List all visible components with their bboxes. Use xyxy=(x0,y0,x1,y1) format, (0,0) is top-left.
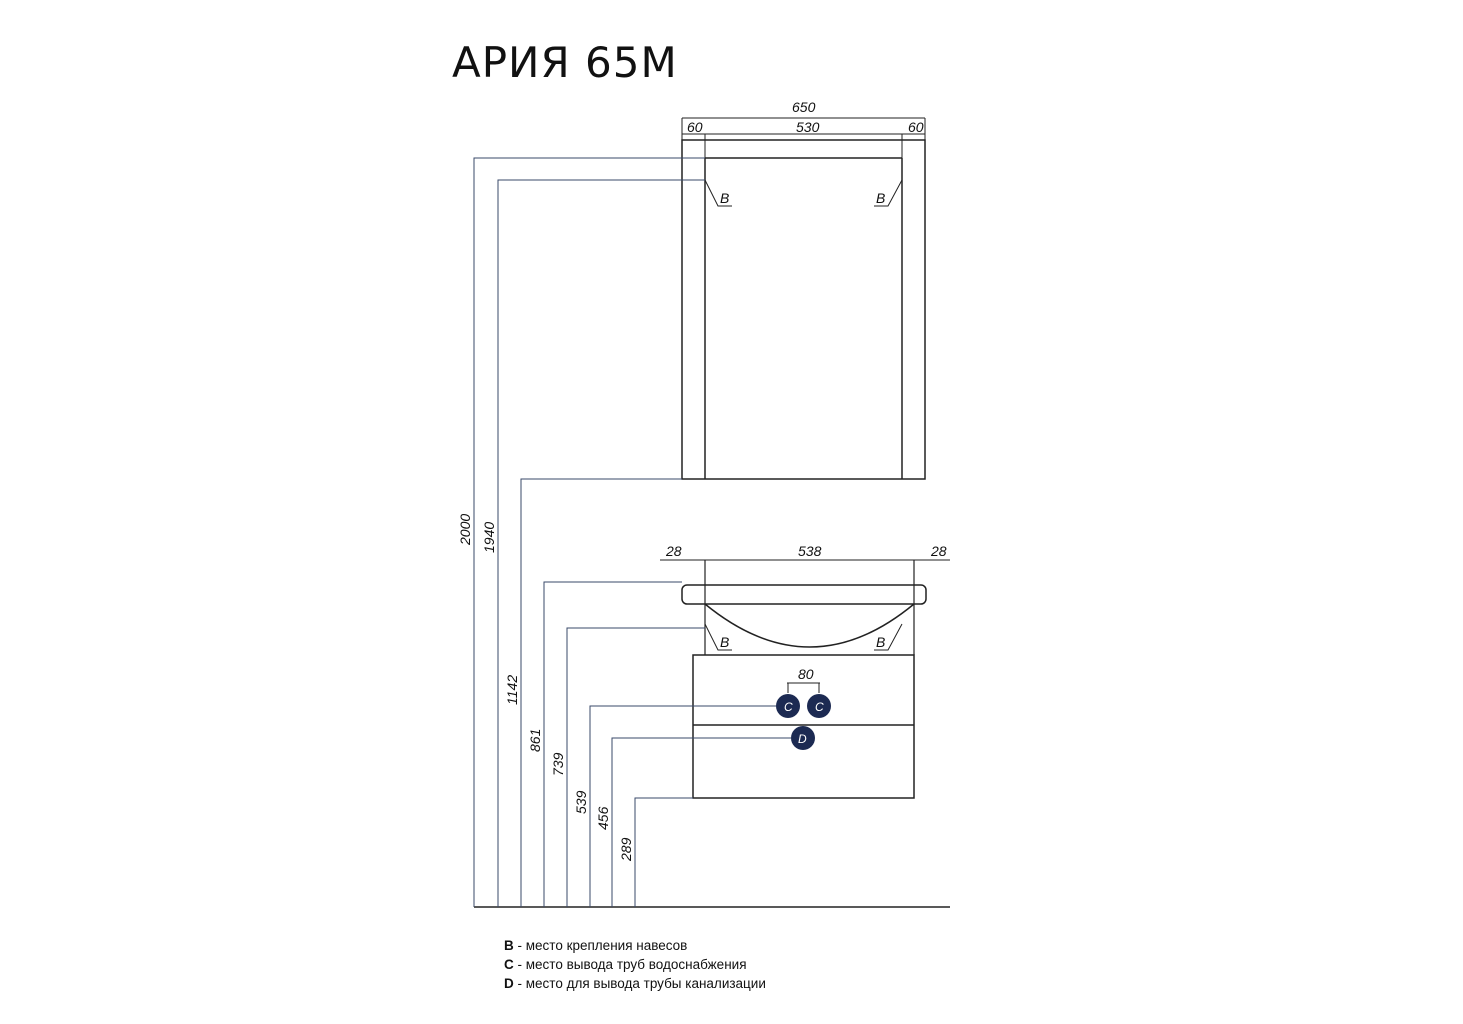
marker-d-label: D xyxy=(798,732,807,746)
marker-b-vanity-right: B xyxy=(876,634,885,650)
dim-mirror-left: 60 xyxy=(687,119,703,135)
marker-c-right-label: C xyxy=(815,700,824,714)
marker-c-right xyxy=(807,694,831,718)
dim-mirror-right: 60 xyxy=(908,119,924,135)
dim-h-456: 456 xyxy=(595,806,611,830)
vanity-unit xyxy=(681,560,927,799)
mirror-dimensions: 650 60 530 60 xyxy=(682,99,925,135)
legend-item-c: C - место вывода труб водоснабжения xyxy=(504,957,747,972)
dim-h-1142: 1142 xyxy=(504,675,520,705)
dim-h-861: 861 xyxy=(527,729,543,752)
marker-b-mirror-left: B xyxy=(720,190,729,206)
mirror-hinge-markers: B B xyxy=(704,179,903,207)
dim-mirror-total: 650 xyxy=(792,99,816,115)
dim-h-289: 289 xyxy=(618,837,634,862)
height-dimension-lines xyxy=(473,157,791,907)
dim-h-539: 539 xyxy=(573,790,589,814)
dim-mirror-inner: 530 xyxy=(796,119,820,135)
dim-vanity-left: 28 xyxy=(665,543,682,559)
legend-item-d: D - место для вывода трубы канализации xyxy=(504,976,766,991)
dim-vanity-right: 28 xyxy=(930,543,947,559)
vanity-dimensions: 28 538 28 xyxy=(660,543,950,561)
marker-c-left xyxy=(776,694,800,718)
legend-item-b: B - место крепления навесов xyxy=(504,938,688,953)
drawing-title: АРИЯ 65М xyxy=(452,38,678,87)
dim-h-1940: 1940 xyxy=(481,522,497,553)
dim-pipe-spacing: 80 xyxy=(798,666,814,682)
marker-b-mirror-right: B xyxy=(876,190,885,206)
dim-h-2000: 2000 xyxy=(457,514,473,546)
dim-h-739: 739 xyxy=(550,752,566,776)
pipe-markers: C C D xyxy=(776,694,831,750)
marker-d xyxy=(791,726,815,750)
pipe-spacing-dimension: 80 xyxy=(787,666,820,693)
dim-vanity-width: 538 xyxy=(798,543,822,559)
vanity-hinge-markers: B B xyxy=(704,623,903,651)
legend: B - место крепления навесов C - место вы… xyxy=(504,936,766,993)
marker-b-vanity-left: B xyxy=(720,634,729,650)
mirror-cabinet xyxy=(681,118,926,480)
height-dimension-labels: 2000 1940 1142 861 739 539 456 289 xyxy=(457,514,634,862)
marker-c-left-label: C xyxy=(784,700,793,714)
